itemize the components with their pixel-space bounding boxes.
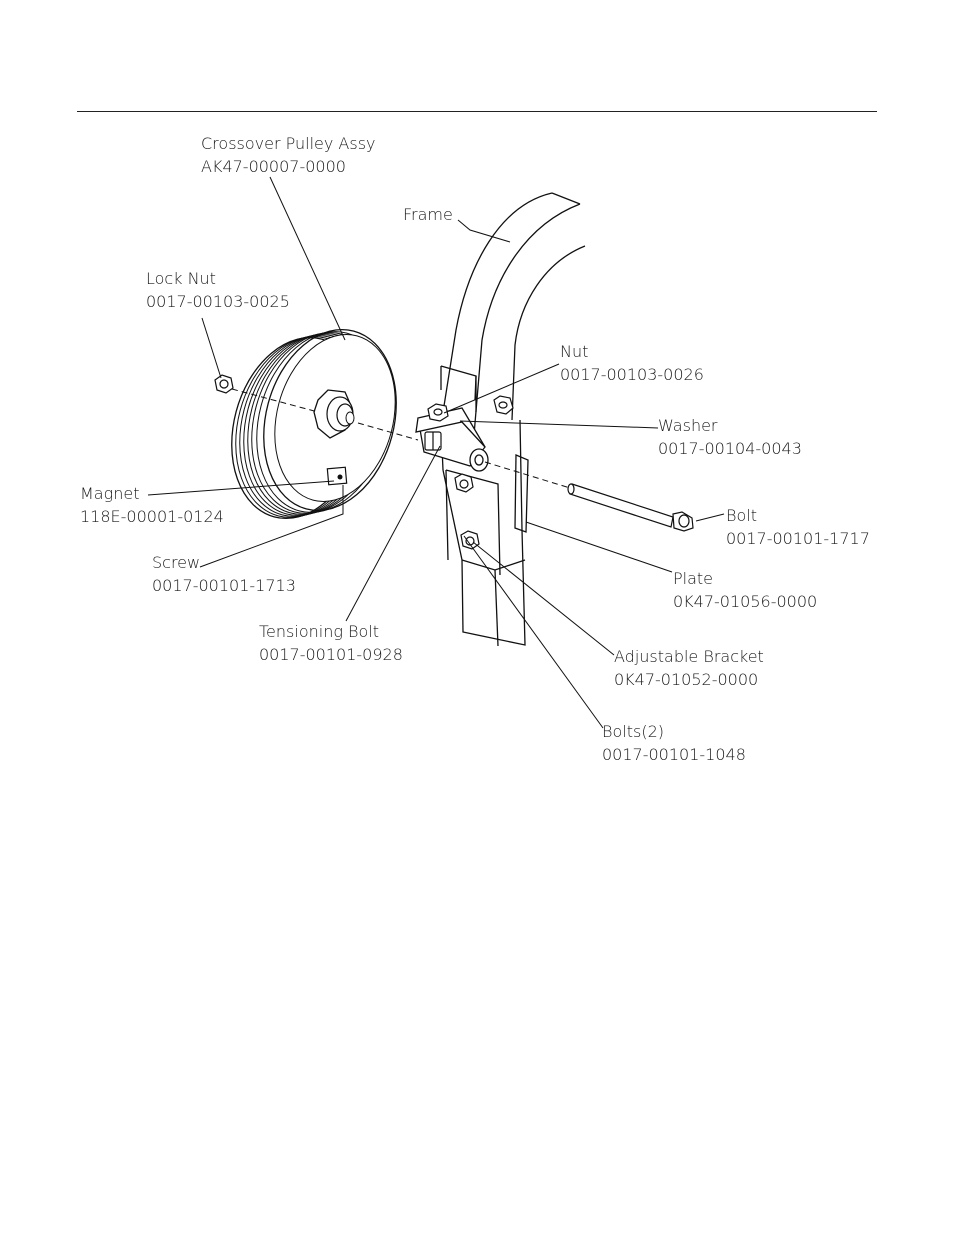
callout-crossover-pulley: Crossover Pulley Assy AK47-00007-0000: [201, 132, 376, 178]
callout-plate-part: 0K47-01056-0000: [673, 592, 818, 611]
callout-bolts2: Bolts(2) 0017-00101-1048: [602, 720, 746, 766]
washer-drawing: [493, 395, 514, 415]
callout-adjustable-bracket: Adjustable Bracket 0K47-01052-0000: [614, 645, 764, 691]
leader-lines: [147, 176, 725, 729]
callout-tensioning-bolt: Tensioning Bolt 0017-00101-0928: [259, 620, 403, 666]
callout-washer-name: Washer: [658, 416, 718, 435]
lock-nut-drawing: [214, 374, 234, 394]
callout-nut: Nut 0017-00103-0026: [560, 340, 704, 386]
callout-bolts2-name: Bolts(2): [602, 722, 664, 741]
callout-frame: Frame: [403, 203, 453, 226]
callout-nut-name: Nut: [560, 342, 589, 361]
bolt-drawing: [567, 483, 694, 532]
callout-crossover-pulley-part: AK47-00007-0000: [201, 157, 346, 176]
callout-tensioning-bolt-name: Tensioning Bolt: [259, 622, 380, 641]
callout-lock-nut-name: Lock Nut: [146, 269, 216, 288]
axis-line: [231, 388, 571, 489]
callout-magnet: Magnet 118E-00001-0124: [80, 482, 224, 528]
callout-bolt-name: Bolt: [726, 506, 757, 525]
header-rule: [77, 111, 877, 112]
callout-lock-nut-part: 0017-00103-0025: [146, 292, 290, 311]
callout-nut-part: 0017-00103-0026: [560, 365, 704, 384]
callout-bolt-part: 0017-00101-1717: [726, 529, 870, 548]
callout-crossover-pulley-name: Crossover Pulley Assy: [201, 134, 376, 153]
bracket-drawing: [415, 407, 489, 472]
callout-screw-part: 0017-00101-1713: [152, 576, 296, 595]
callout-magnet-name: Magnet: [80, 484, 140, 503]
callout-magnet-part: 118E-00001-0124: [80, 507, 224, 526]
callout-screw-name: Screw: [152, 553, 201, 572]
callout-plate-name: Plate: [673, 569, 714, 588]
tensioning-bolt-drawing: [424, 431, 442, 451]
callout-lock-nut: Lock Nut 0017-00103-0025: [146, 267, 290, 313]
callout-plate: Plate 0K47-01056-0000: [673, 567, 817, 613]
frame-drawing: [440, 192, 586, 647]
callout-adjustable-bracket-part: 0K47-01052-0000: [614, 670, 759, 689]
callout-screw: Screw 0017-00101-1713: [152, 551, 296, 597]
callout-washer-part: 0017-00104-0043: [658, 439, 802, 458]
bolts2-drawing: [454, 473, 480, 550]
callout-frame-name: Frame: [403, 205, 453, 224]
callout-bolts2-part: 0017-00101-1048: [602, 745, 746, 764]
callout-bolt: Bolt 0017-00101-1717: [726, 504, 870, 550]
callout-tensioning-bolt-part: 0017-00101-0928: [259, 645, 403, 664]
pulley-drawing: [231, 328, 397, 520]
nut-drawing: [427, 403, 449, 422]
callout-adjustable-bracket-name: Adjustable Bracket: [614, 647, 764, 666]
callout-washer: Washer 0017-00104-0043: [658, 414, 802, 460]
